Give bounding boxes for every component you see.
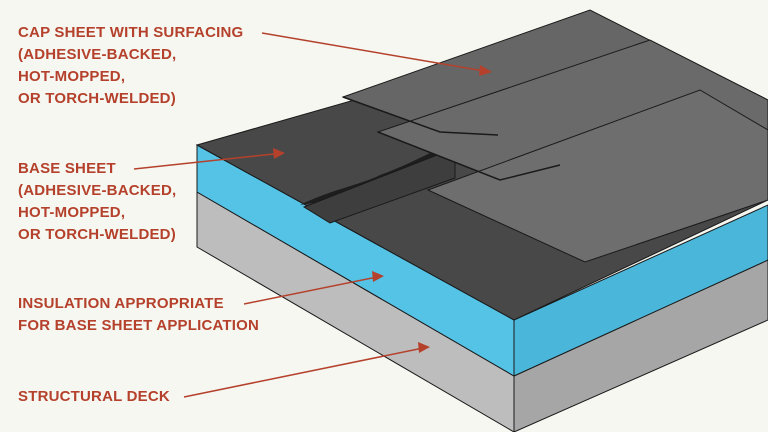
cap-sheet-lap-edge-2	[377, 131, 561, 181]
base-sheet-label-line-4: OR TORCH-WELDED)	[18, 226, 176, 243]
leader-arrow-insulation	[372, 271, 384, 282]
leader-lines	[133, 32, 492, 398]
cap-sheet-label-line-2: (ADHESIVE-BACKED,	[18, 46, 177, 63]
cap-sheet-lap-edge-1	[342, 96, 499, 136]
structural-deck-label-line-1: STRUCTURAL DECK	[18, 388, 170, 405]
leader-line-insulation	[243, 275, 383, 305]
cap-sheet-label-line-4: OR TORCH-WELDED)	[18, 90, 176, 107]
leader-arrow-cap-sheet	[479, 65, 492, 76]
base-sheet-label: BASE SHEET (ADHESIVE-BACKED, HOT-MOPPED,…	[18, 158, 176, 246]
leader-arrow-structural-deck	[418, 342, 430, 353]
base-sheet-label-line-2: (ADHESIVE-BACKED,	[18, 182, 177, 199]
structural-deck-label: STRUCTURAL DECK	[18, 386, 170, 408]
cap-sheet-strip-3	[426, 89, 768, 263]
cap-sheet-label-line-3: HOT-MOPPED,	[18, 68, 126, 85]
cap-sheet-label: CAP SHEET WITH SURFACING (ADHESIVE-BACKE…	[18, 22, 243, 110]
base-sheet-seam	[300, 148, 452, 205]
insulation-label-line-1: INSULATION APPROPRIATE	[18, 295, 224, 312]
leader-line-base-sheet	[133, 152, 284, 170]
base-sheet-label-line-3: HOT-MOPPED,	[18, 204, 126, 221]
cap-sheet-label-line-1: CAP SHEET WITH SURFACING	[18, 24, 244, 41]
base-sheet-lower-overlap	[302, 147, 456, 224]
cap-sheet-layer	[341, 9, 768, 263]
insulation-right-face	[513, 204, 768, 377]
insulation-label-line-2: FOR BASE SHEET APPLICATION	[18, 317, 260, 334]
base-sheet-label-line-1: BASE SHEET	[18, 160, 116, 177]
leader-line-cap-sheet	[261, 32, 491, 73]
leader-arrow-base-sheet	[273, 148, 285, 159]
insulation-label: INSULATION APPROPRIATE FOR BASE SHEET AP…	[18, 293, 259, 337]
leader-line-structural-deck	[183, 346, 429, 398]
